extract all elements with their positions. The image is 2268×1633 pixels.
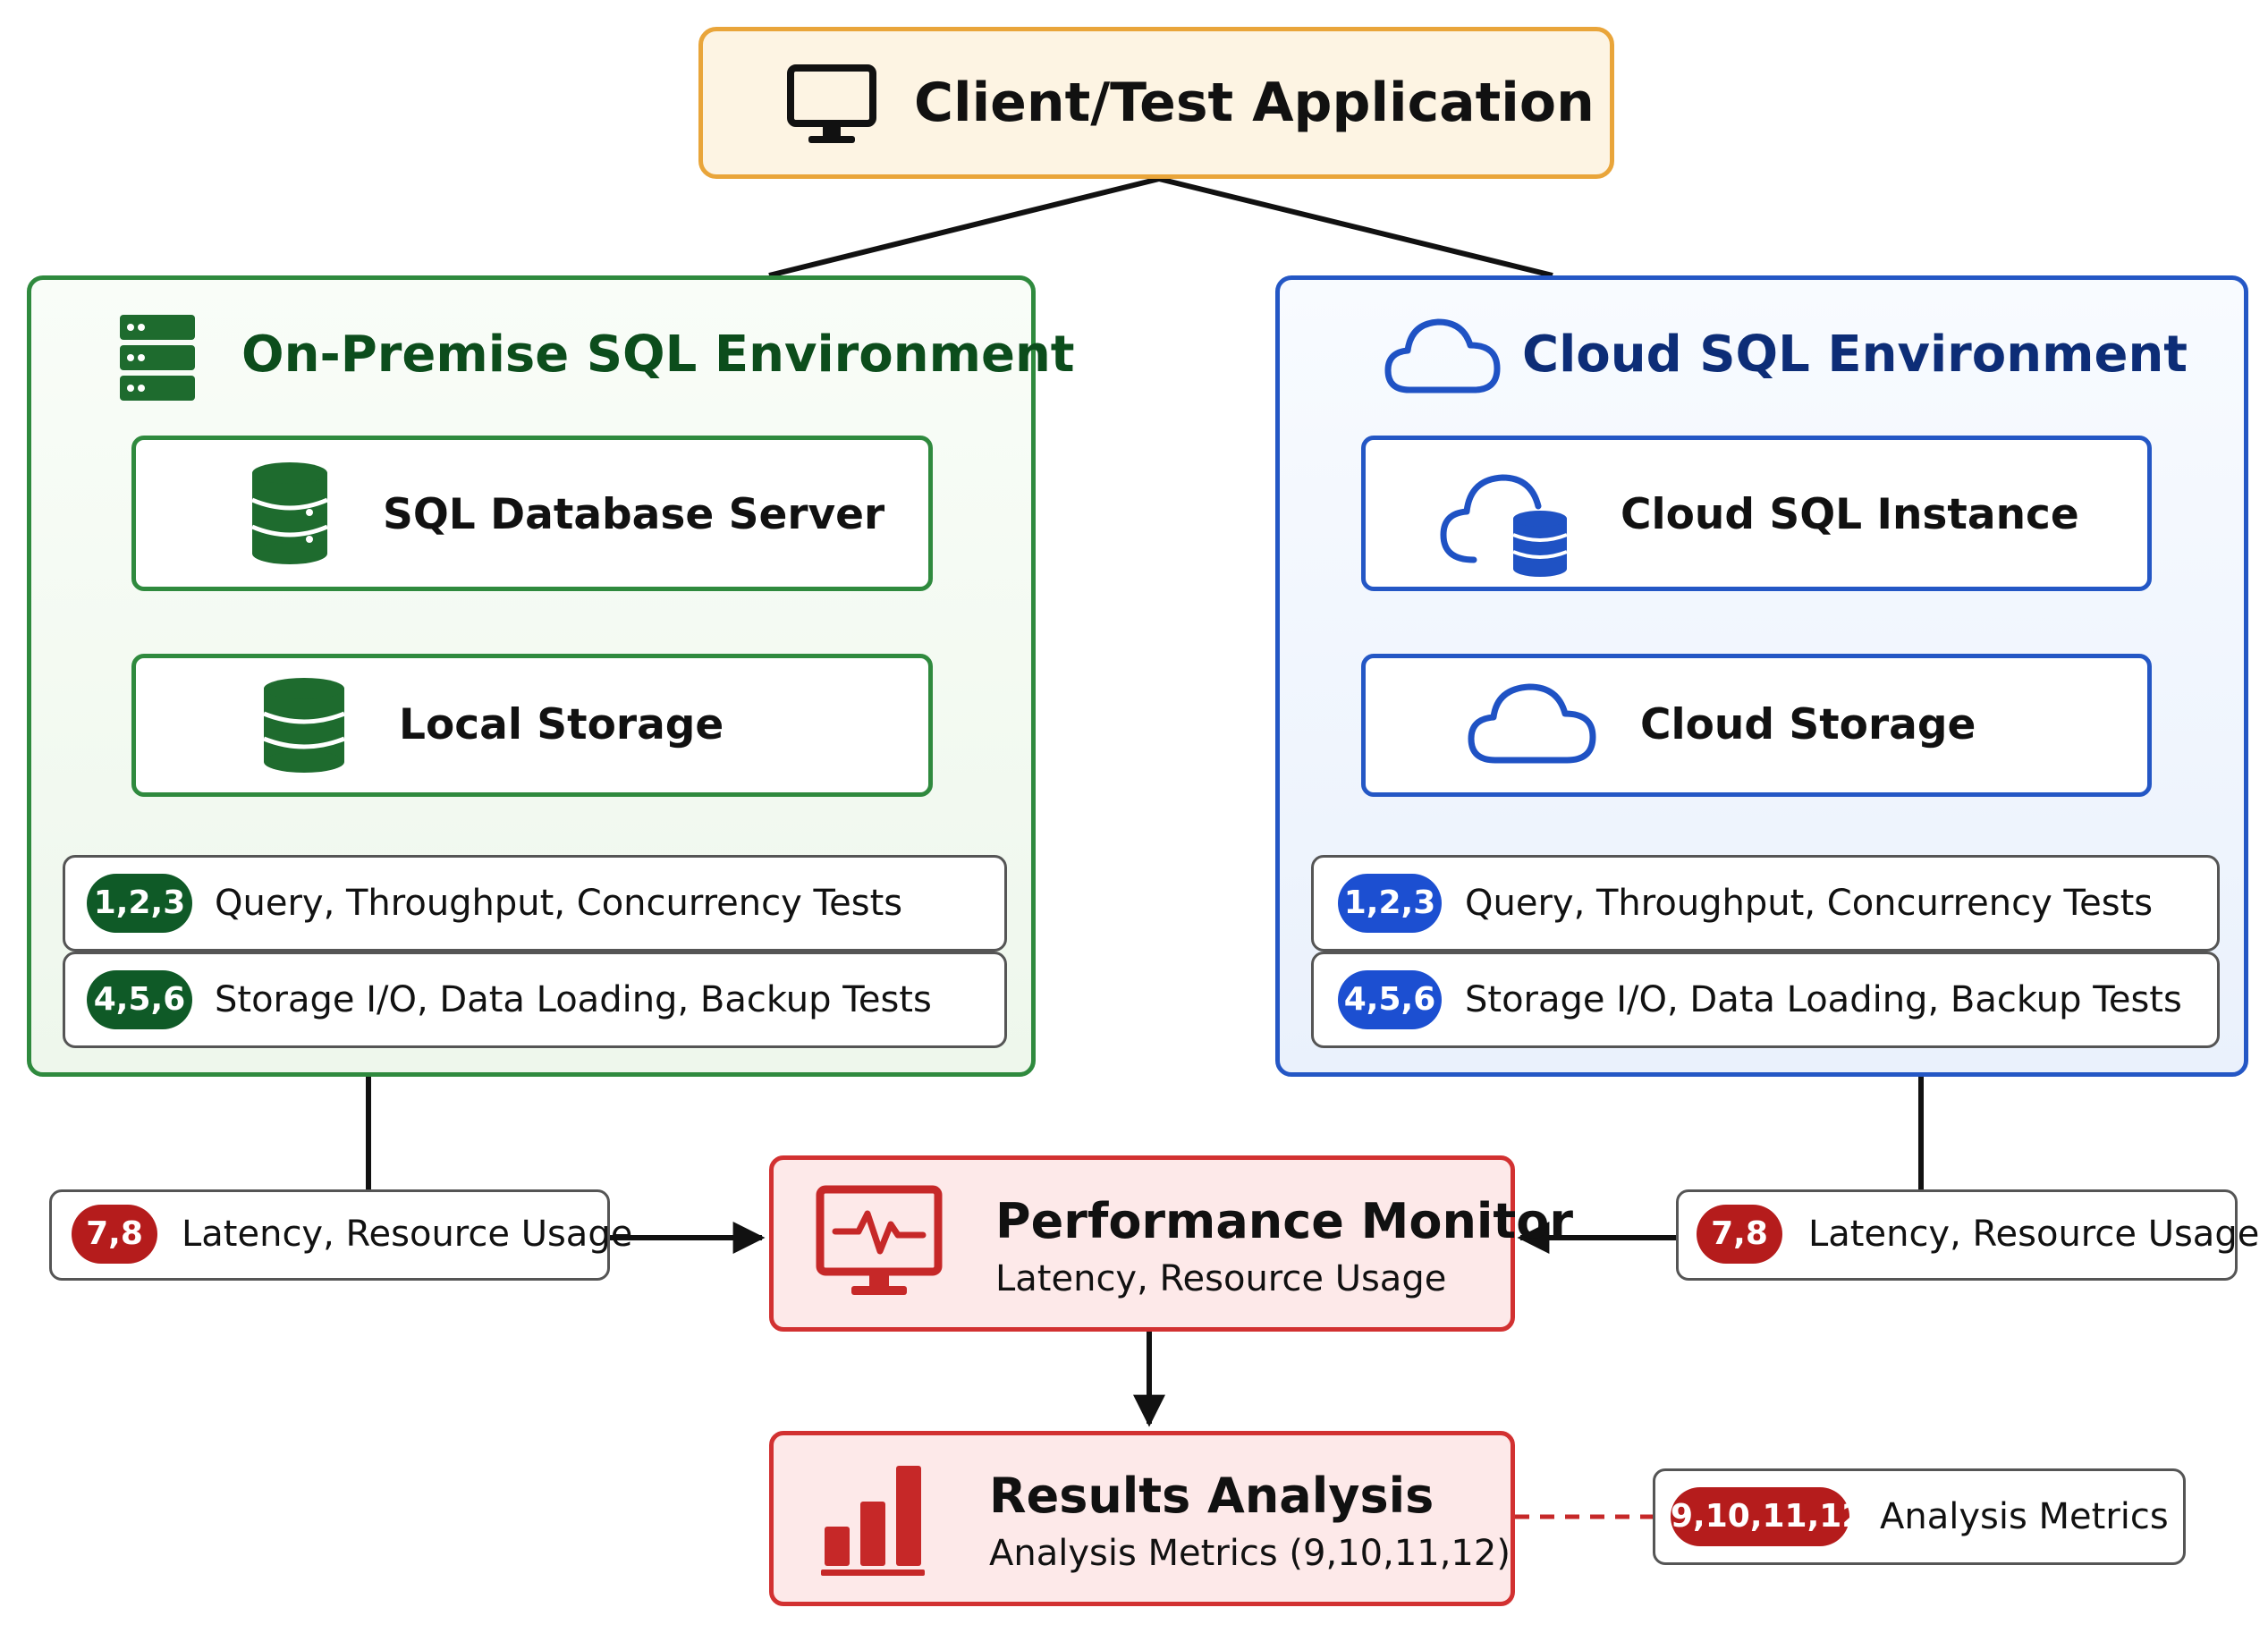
results-analysis-title: Results Analysis <box>989 1468 1434 1524</box>
performance-monitor-box <box>769 1155 1515 1332</box>
on-premise-latency-badge: 7,8 <box>72 1205 157 1264</box>
bar-chart-icon <box>821 1466 925 1576</box>
on-premise-test-badge-1: 1,2,3 <box>87 874 192 933</box>
on-premise-test-row-2 <box>63 952 1007 1048</box>
cloud-latency-text: Latency, Resource Usage <box>1808 1214 2260 1255</box>
on-premise-latency-text: Latency, Resource Usage <box>182 1214 633 1255</box>
local-storage-label: Local Storage <box>399 700 724 749</box>
cloud-storage-box <box>1361 654 2152 797</box>
on-premise-test-text-2: Storage I/O, Data Loading, Backup Tests <box>215 979 932 1020</box>
cloud-test-row-2 <box>1311 952 2220 1048</box>
on-premise-test-row-1 <box>63 855 1007 952</box>
cloud-database-icon <box>1440 474 1568 577</box>
cloud-test-text-2: Storage I/O, Data Loading, Backup Tests <box>1465 979 2182 1020</box>
cloud-storage-label: Cloud Storage <box>1640 700 1976 749</box>
on-premise-title: On-Premise SQL Environment <box>241 326 1075 384</box>
on-premise-test-badge-2: 4,5,6 <box>87 970 192 1029</box>
results-analysis-box <box>769 1431 1515 1606</box>
cloud-test-badge-1: 1,2,3 <box>1338 874 1442 933</box>
on-premise-test-text-1: Query, Throughput, Concurrency Tests <box>215 883 903 924</box>
server-rack-icon <box>120 315 195 401</box>
database-icon <box>251 462 328 564</box>
results-analysis-subtitle: Analysis Metrics (9,10,11,12) <box>989 1533 1511 1574</box>
client-application-box <box>698 27 1614 179</box>
cloud-icon <box>1384 318 1501 393</box>
analysis-metrics-badge: 9,10,11,12 <box>1671 1487 1864 1546</box>
performance-monitor-title: Performance Monitor <box>995 1193 1573 1249</box>
monitor-icon <box>787 64 876 143</box>
cloud-icon <box>1468 683 1596 764</box>
cloud-test-badge-2: 4,5,6 <box>1338 970 1442 1029</box>
pulse-monitor-icon <box>816 1185 943 1295</box>
cloud-sql-instance-box <box>1361 436 2152 591</box>
database-icon <box>263 678 345 773</box>
cloud-title: Cloud SQL Environment <box>1522 326 2188 384</box>
cloud-latency-badge: 7,8 <box>1697 1205 1782 1264</box>
cloud-test-row-1 <box>1311 855 2220 952</box>
performance-monitor-subtitle: Latency, Resource Usage <box>995 1258 1447 1299</box>
client-title: Client/Test Application <box>914 72 1595 134</box>
sql-database-server-label: SQL Database Server <box>383 490 885 539</box>
cloud-sql-instance-label: Cloud SQL Instance <box>1621 490 2079 539</box>
cloud-test-text-1: Query, Throughput, Concurrency Tests <box>1465 883 2154 924</box>
analysis-metrics-text: Analysis Metrics <box>1880 1496 2169 1537</box>
